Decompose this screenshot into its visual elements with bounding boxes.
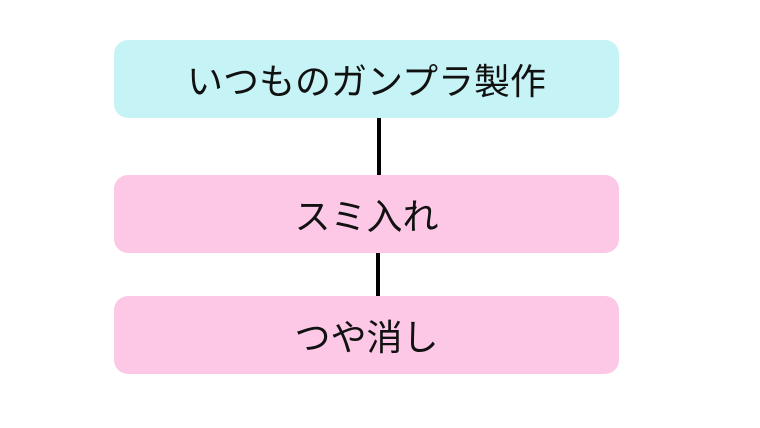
step-node-tsuyakeshi: つや消し — [114, 296, 619, 374]
root-node: いつものガンプラ製作 — [114, 40, 619, 118]
connector-line — [376, 253, 380, 296]
step-node-sumiire: スミ入れ — [114, 175, 619, 253]
connector-line — [377, 118, 381, 175]
